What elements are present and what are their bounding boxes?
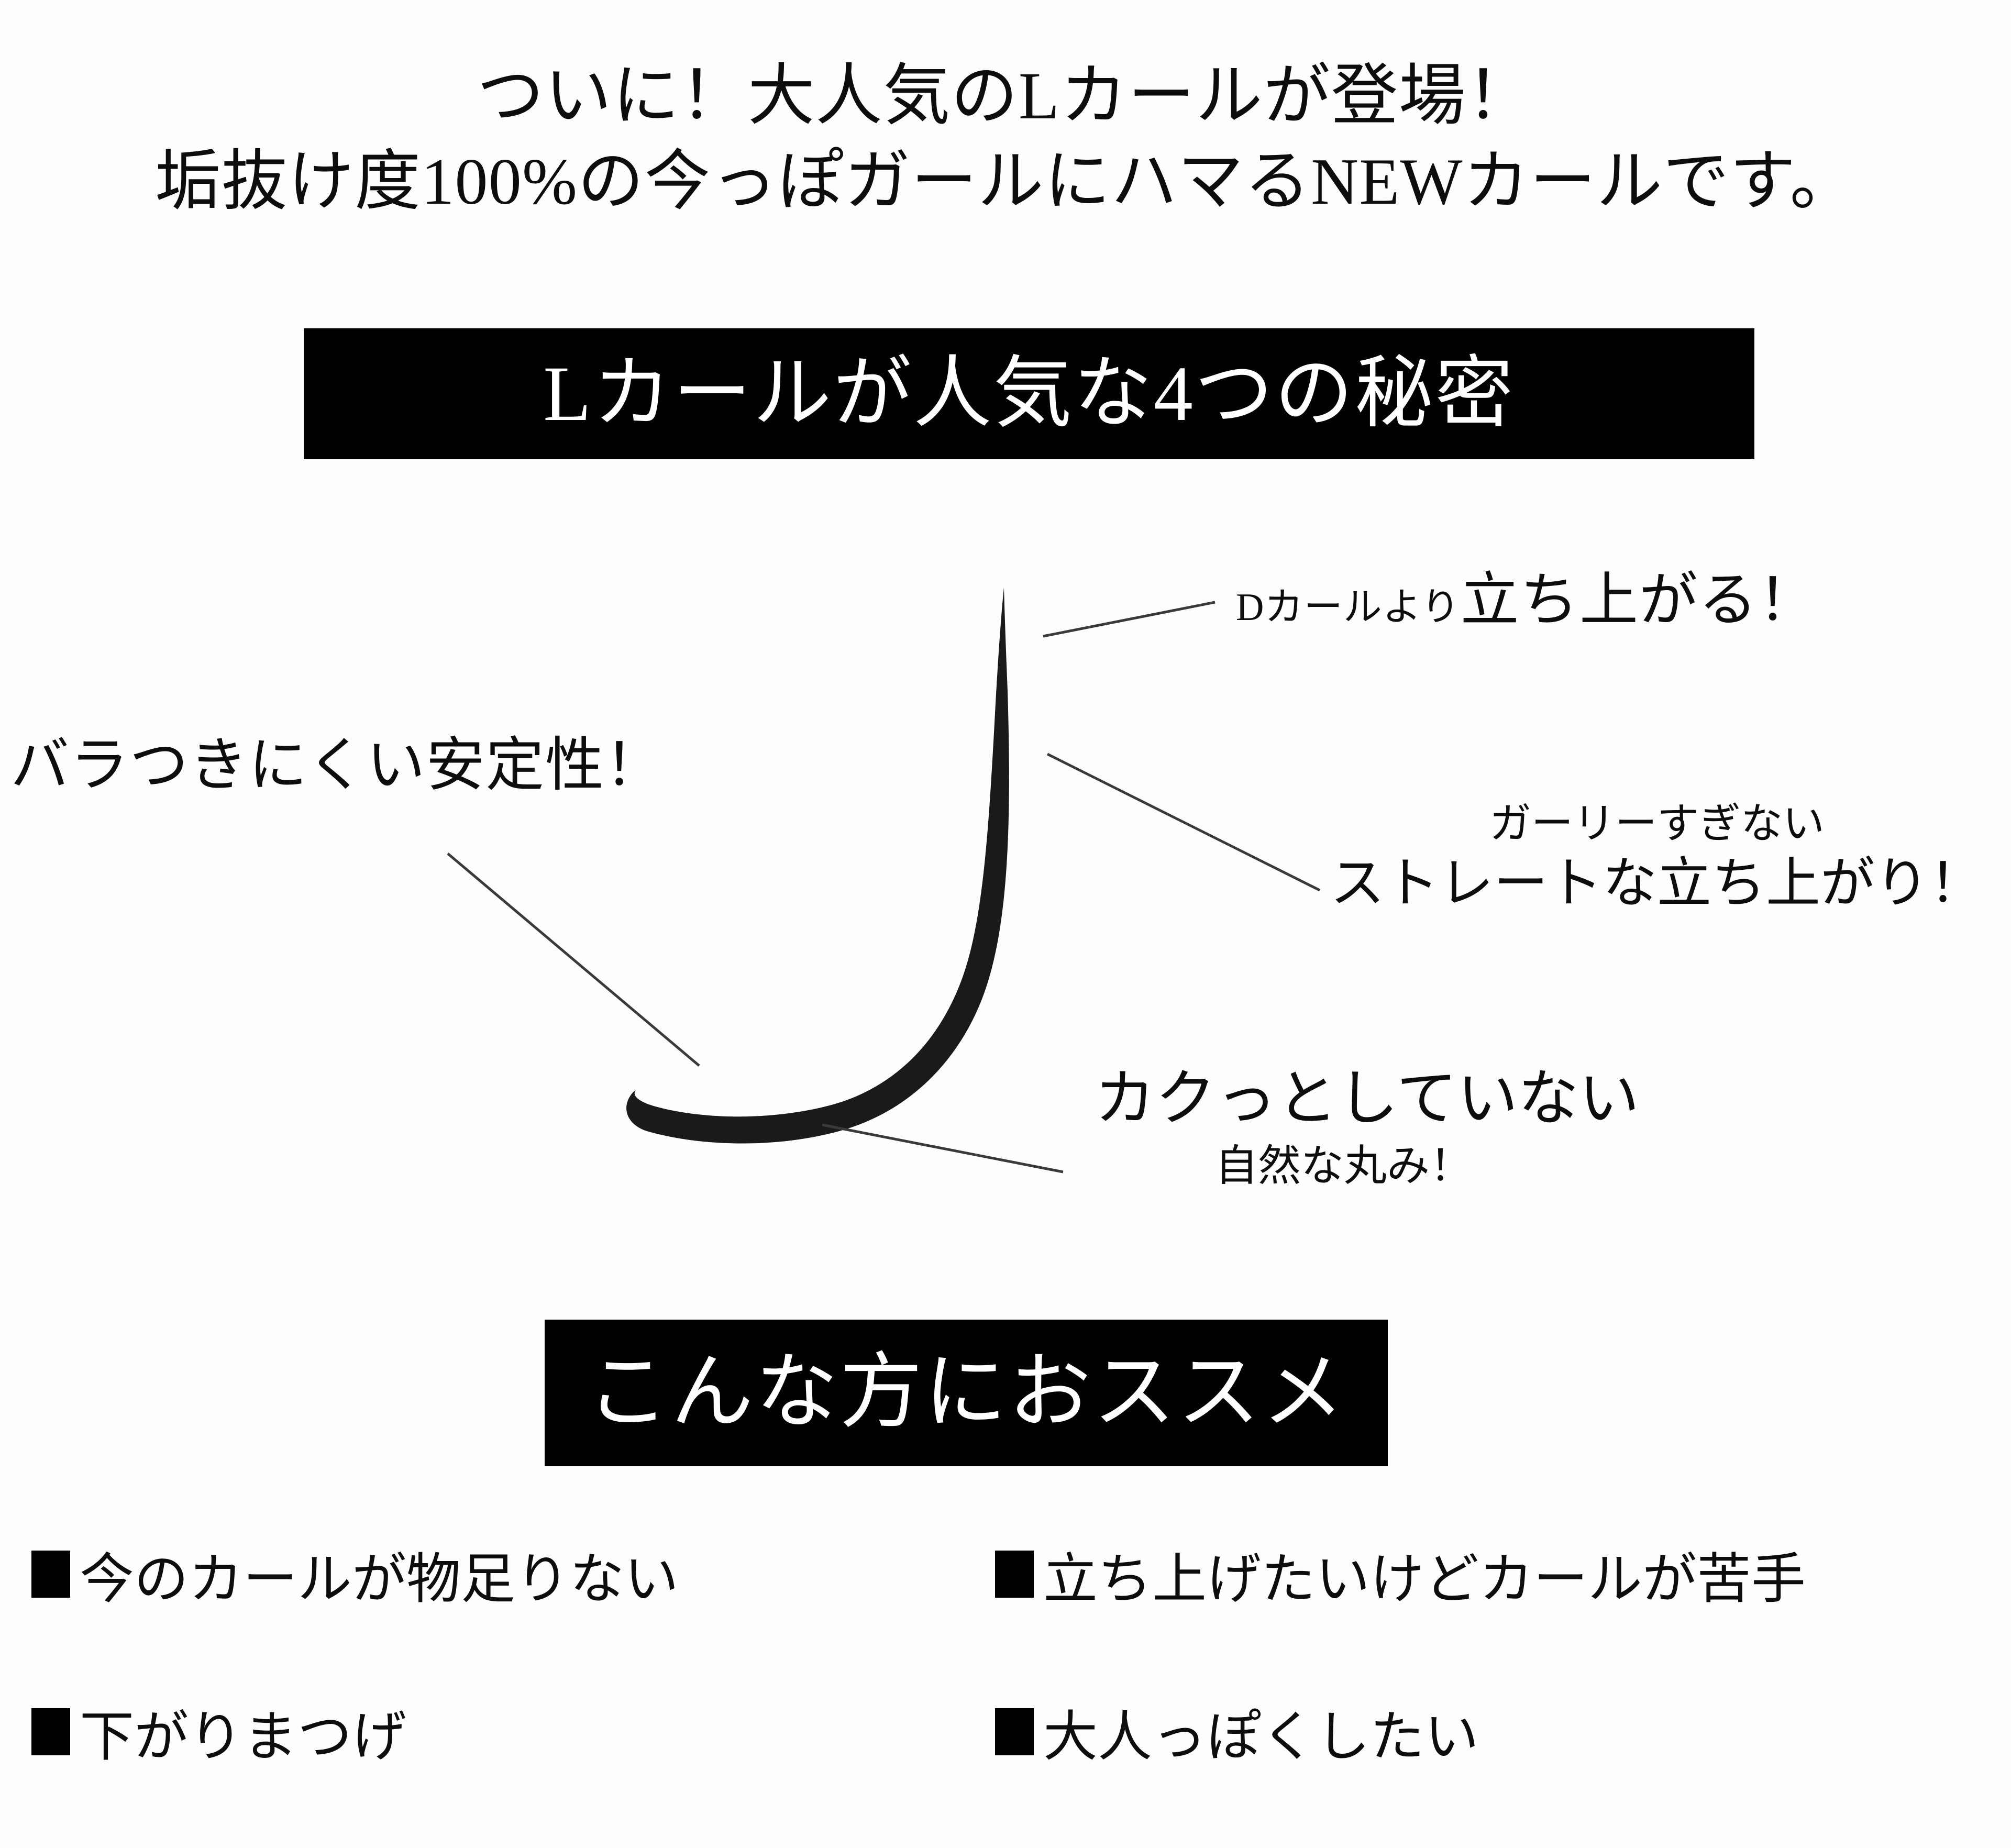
callout-round-line-2: 自然な丸み！ <box>1215 1142 1473 1190</box>
banner-secrets: Lカールが人気な4つの秘密 <box>304 328 1754 459</box>
list-item: 立ち上げたいけどカールが苦手 <box>969 1534 2011 1613</box>
intro-line-1: ついに！大人気のLカールが登場！ <box>477 59 1534 133</box>
list-item: 大人っぽくしたい <box>969 1692 2011 1771</box>
callout-stability-label: バラつきにくい安定性！ <box>10 733 665 798</box>
square-bullet-icon <box>31 1708 70 1755</box>
banner-secrets-label: Lカールが人気な4つの秘密 <box>543 350 1515 437</box>
list-item: 今のカールが物足りない <box>0 1534 969 1613</box>
list-item-label: 立ち上げたいけどカールが苦手 <box>1043 1550 1806 1610</box>
square-bullet-icon <box>995 1708 1034 1755</box>
banner-recommend: こんな方におススメ <box>545 1320 1388 1466</box>
lash-curve-group <box>626 588 1009 1144</box>
list-item-label: 大人っぽくしたい <box>1043 1707 1479 1767</box>
list-item-label: 今のカールが物足りない <box>80 1550 679 1610</box>
callout-d-curl-big: 立ち上がる！ <box>1460 568 1818 633</box>
leader-line-round <box>822 1123 1064 1174</box>
callout-round-line-1: カクっとしていない <box>1095 1066 1640 1133</box>
callout-stability: バラつきにくい安定性！ <box>10 733 664 799</box>
list-item-label: 下がりまつげ <box>80 1707 407 1767</box>
leader-line-straight <box>1046 753 1321 892</box>
callout-straight-line-1: ガーリーすぎない <box>1489 801 1825 847</box>
callout-d-curl-small: Dカールより <box>1236 586 1461 629</box>
lash-illustration <box>0 534 2011 1267</box>
intro-headline: ついに！大人気のLカールが登場！ 垢抜け度100%の今っぽガールにハマるNEWカ… <box>0 52 2011 225</box>
callout-straight-line-2: ストレートな立ち上がり！ <box>1330 853 1984 914</box>
recommend-list: 今のカールが物足りない 立ち上げたいけどカールが苦手 下がりまつげ 大人っぽくし… <box>0 1534 2011 1771</box>
leader-line-stability <box>447 853 700 1067</box>
list-item: 下がりまつげ <box>0 1692 969 1771</box>
callout-straight: ガーリーすぎない ストレートな立ち上がり！ <box>1330 801 1984 914</box>
square-bullet-icon <box>31 1550 70 1598</box>
leader-line-d-curl <box>1043 601 1216 638</box>
lash-curve <box>626 588 1009 1144</box>
intro-line-2: 垢抜け度100%の今っぽガールにハマるNEWカールです。 <box>154 146 1857 219</box>
callout-round: カクっとしていない 自然な丸み！ <box>1095 1066 1640 1190</box>
banner-recommend-label: こんな方におススメ <box>586 1347 1346 1438</box>
square-bullet-icon <box>995 1550 1034 1598</box>
callout-d-curl: Dカールより立ち上がる！ <box>1236 568 1818 634</box>
